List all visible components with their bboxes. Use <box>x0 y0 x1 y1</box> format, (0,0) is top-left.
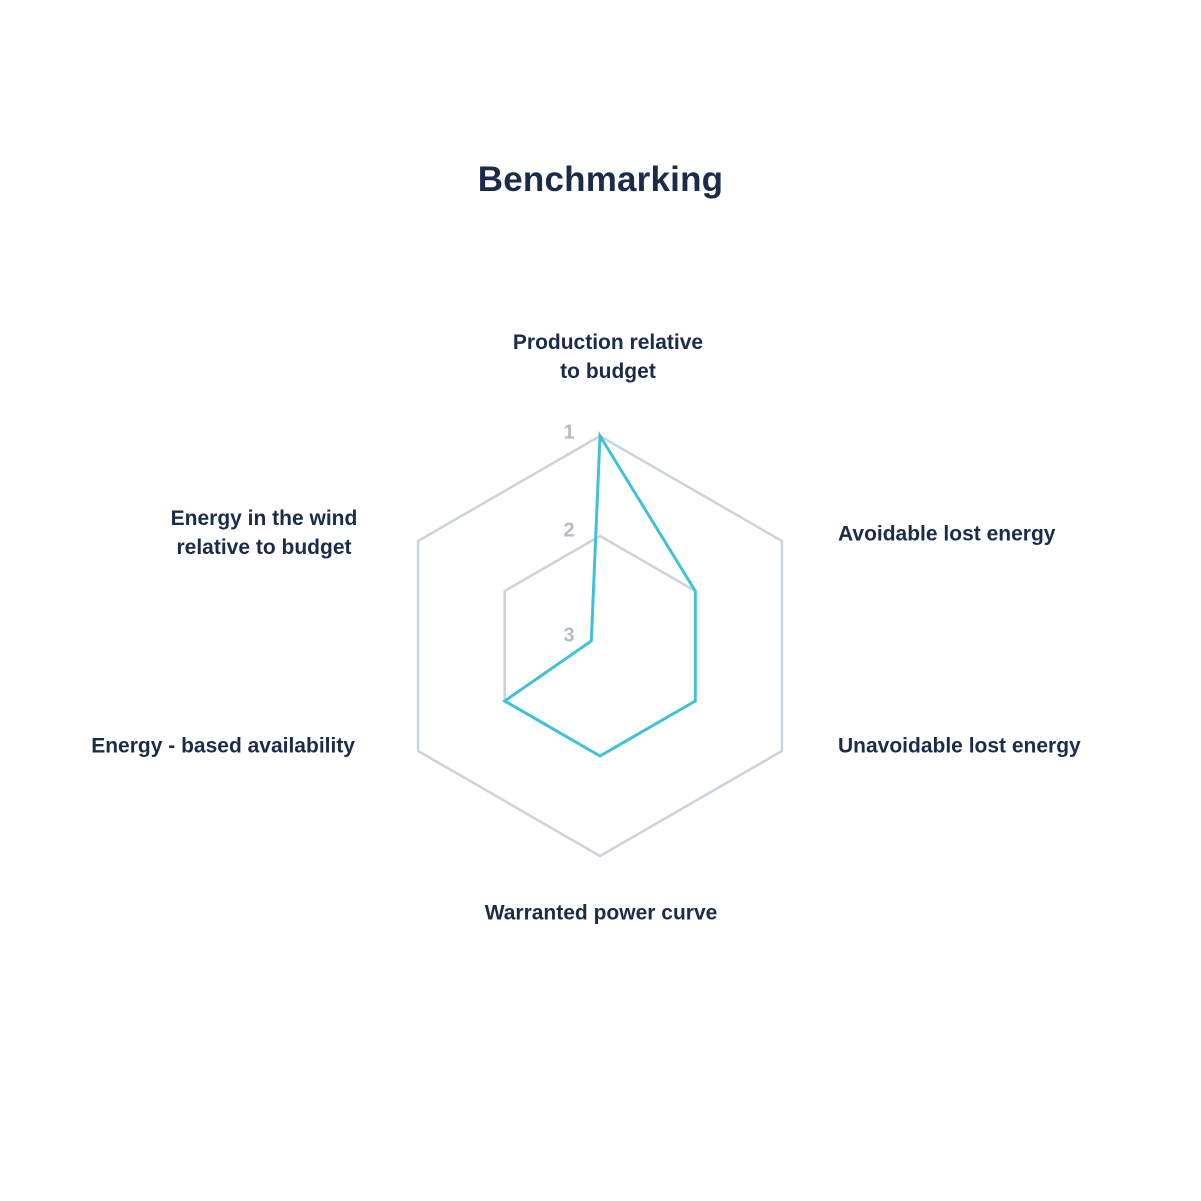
axis-label-line: Energy in the wind <box>170 507 358 530</box>
axis-label-production-relative-to-budget: Production relative to budget <box>513 328 703 386</box>
grid-ring-1 <box>416 434 784 858</box>
axis-label-line: Unavoidable lost energy <box>838 734 1081 758</box>
ring-label-1: 1 <box>563 421 575 444</box>
data-polygon-series-0 <box>501 431 697 758</box>
axis-label-avoidable-lost-energy: Avoidable lost energy <box>838 520 1055 549</box>
axis-label-energy-based-availability: Energy - based availability <box>91 732 355 761</box>
grid-ring-2 <box>503 534 697 758</box>
axis-label-line: relative to budget <box>176 536 352 559</box>
axis-label-line: to budget <box>560 360 656 383</box>
axis-label-warranted-power-curve: Warranted power curve <box>485 899 718 928</box>
axis-label-line: Warranted power curve <box>484 901 718 925</box>
axis-label-line: Avoidable lost energy <box>838 522 1056 546</box>
axis-label-unavoidable-lost-energy: Unavoidable lost energy <box>838 732 1081 761</box>
axis-label-line: Production relative <box>512 331 704 354</box>
axis-label-energy-in-the-wind-relative-to-budget: Energy in the wind relative to budget <box>171 504 358 562</box>
ring-label-3: 3 <box>563 624 575 647</box>
ring-label-2: 2 <box>563 519 575 542</box>
page-title: Benchmarking <box>477 160 724 199</box>
axis-label-line: Energy - based availability <box>91 734 355 758</box>
